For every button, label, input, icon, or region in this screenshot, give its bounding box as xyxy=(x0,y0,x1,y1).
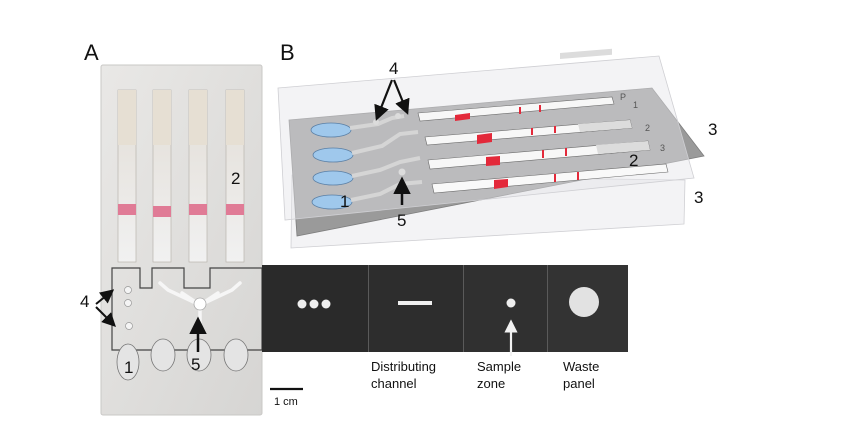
lateral-flow-strip xyxy=(152,89,172,263)
test-line xyxy=(226,204,244,215)
lateral-flow-strip xyxy=(225,89,245,263)
valve xyxy=(125,322,133,330)
scale-bar-label: 1 cm xyxy=(274,396,298,408)
caption-sample-line2: zone xyxy=(477,376,505,391)
caption-distributing-line2: channel xyxy=(371,376,417,391)
arrow-b-4-left xyxy=(374,79,394,121)
label-b-1: 1 xyxy=(340,192,349,211)
strip-mark-3: 3 xyxy=(660,143,665,153)
schematic-lane xyxy=(312,140,651,186)
film-panel-sample xyxy=(464,265,547,352)
caption-sample-line1: Sample xyxy=(477,359,521,374)
blue-pad xyxy=(311,194,353,210)
panel-b-schematic: P 1 2 3 xyxy=(277,48,705,249)
test-line xyxy=(189,204,207,215)
schematic-lane xyxy=(312,119,633,163)
red-marker xyxy=(494,179,508,189)
label-b-2: 2 xyxy=(629,151,638,170)
scale-bar: 1 cm xyxy=(270,387,303,408)
blue-pad xyxy=(312,170,354,186)
strip-mark-1: 1 xyxy=(633,100,638,110)
arrow-a-4-up xyxy=(95,289,115,305)
strip-mark-p: P xyxy=(620,92,626,102)
sample-inlet xyxy=(193,297,207,311)
caption-waste-line1: Waste xyxy=(563,359,599,374)
test-line xyxy=(118,204,136,215)
label-a-5: 5 xyxy=(191,355,200,374)
label-b-3-top: 3 xyxy=(708,120,717,139)
film-panel-edge xyxy=(262,265,368,352)
film-dot xyxy=(297,299,307,309)
lateral-flow-strip xyxy=(188,89,208,263)
label-a-1: 1 xyxy=(124,358,133,377)
label-b-5: 5 xyxy=(397,211,406,230)
red-marker xyxy=(486,156,500,166)
film-strip xyxy=(262,265,628,356)
sample-pad xyxy=(189,90,207,145)
label-a-2: 2 xyxy=(231,169,240,188)
red-marker xyxy=(477,133,492,144)
valve xyxy=(398,168,406,176)
buffer-pad xyxy=(150,338,176,372)
label-a-4: 4 xyxy=(80,292,89,311)
schematic-lane xyxy=(311,163,669,210)
caption-distributing-line1: Distributing xyxy=(371,359,436,374)
buffer-pad xyxy=(223,338,249,372)
strip-end xyxy=(560,48,612,59)
sample-pad xyxy=(153,90,171,145)
valve xyxy=(395,113,401,119)
valve xyxy=(124,299,132,307)
film-dot xyxy=(321,299,331,309)
blue-pad xyxy=(312,147,354,163)
strip xyxy=(431,163,669,194)
strip-mark-2: 2 xyxy=(645,123,650,133)
panel-b-letter: B xyxy=(280,40,295,65)
buffer-pad xyxy=(116,343,140,381)
film-panel-distributing xyxy=(369,265,463,352)
arrow-a-4-down xyxy=(95,306,116,327)
red-marker xyxy=(455,113,470,121)
arrow-b-4-right xyxy=(392,79,410,115)
valve xyxy=(373,119,379,125)
schematic-lane xyxy=(310,48,615,138)
test-line xyxy=(153,206,171,217)
device-plate xyxy=(100,64,263,416)
panel-a-letter: A xyxy=(84,40,99,65)
distributing-channel-bar xyxy=(398,301,432,305)
blue-pad xyxy=(310,122,352,138)
panel-a-photo xyxy=(100,64,263,416)
caption-waste-line2: panel xyxy=(563,376,595,391)
waste-panel-disk xyxy=(569,287,599,317)
film-dot xyxy=(309,299,319,309)
sample-zone-dot xyxy=(506,298,516,308)
label-b-4: 4 xyxy=(389,59,398,78)
lateral-flow-strip xyxy=(117,89,137,263)
film-captions: Distributing channel Sample zone Waste p… xyxy=(371,359,599,391)
sample-pad xyxy=(118,90,136,145)
valve xyxy=(124,286,132,294)
label-b-3-bottom: 3 xyxy=(694,188,703,207)
sample-pad xyxy=(226,90,244,145)
